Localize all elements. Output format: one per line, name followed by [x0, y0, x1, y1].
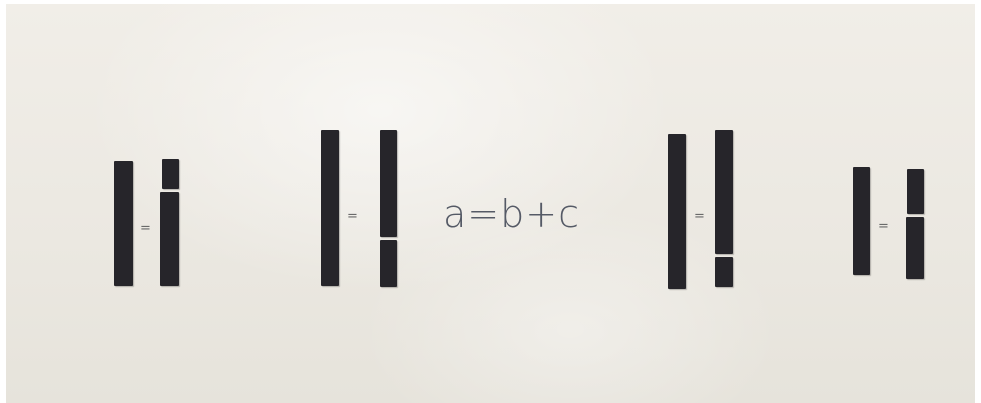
bar-group-3-b [715, 130, 733, 254]
bar-group-1-c [160, 192, 179, 286]
equals-sign-group-2: = [347, 209, 358, 224]
bar-group-4-b [907, 169, 924, 214]
bar-group-4-c [906, 217, 924, 279]
bar-group-1-b [162, 159, 179, 189]
equals-sign-group-3: = [694, 209, 705, 224]
bar-group-4-a [853, 167, 870, 275]
handwritten-formula: a=b+c [443, 192, 580, 236]
frame-edge-top [0, 0, 981, 4]
equals-sign-group-1: = [140, 221, 151, 236]
bar-group-2-a [321, 130, 339, 286]
bar-group-3-a [668, 134, 686, 289]
frame-edge-left [0, 0, 6, 403]
bar-group-2-c [380, 240, 397, 287]
equals-sign-group-4: = [878, 219, 889, 234]
bar-group-3-c [715, 257, 733, 287]
frame-edge-right [975, 0, 981, 403]
bar-group-2-b [380, 130, 397, 237]
bar-group-1-a [114, 161, 133, 286]
